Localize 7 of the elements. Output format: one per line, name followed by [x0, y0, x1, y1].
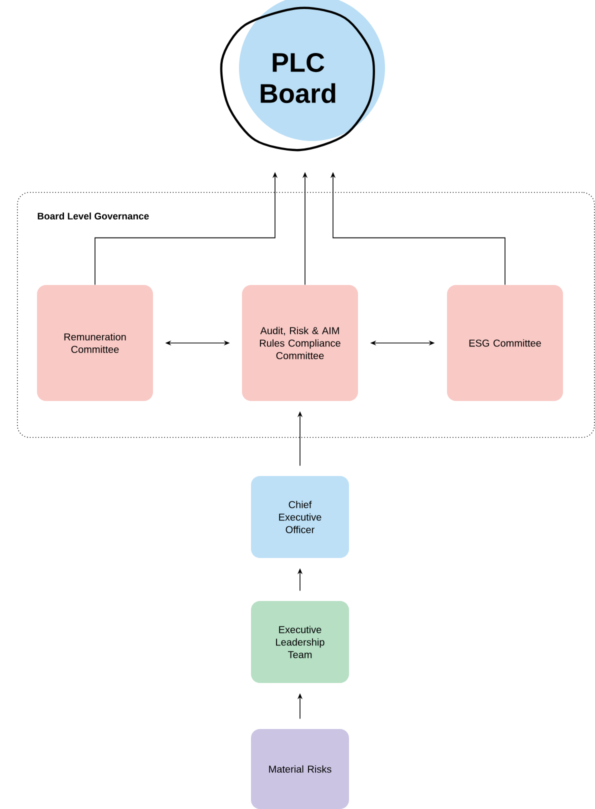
committee-box: Remuneration Committee	[37, 285, 153, 401]
board-blob: PLC Board	[220, 0, 385, 152]
committee-box: Audit, Risk & AIM Rules Compliance Committee	[242, 285, 358, 401]
committee-box: ESG Committee	[447, 285, 563, 401]
committee-box: Chief Executive Officer	[251, 476, 349, 558]
committee-box: Executive Leadership Team	[251, 601, 349, 683]
committee-box: Material Risks	[251, 729, 349, 809]
